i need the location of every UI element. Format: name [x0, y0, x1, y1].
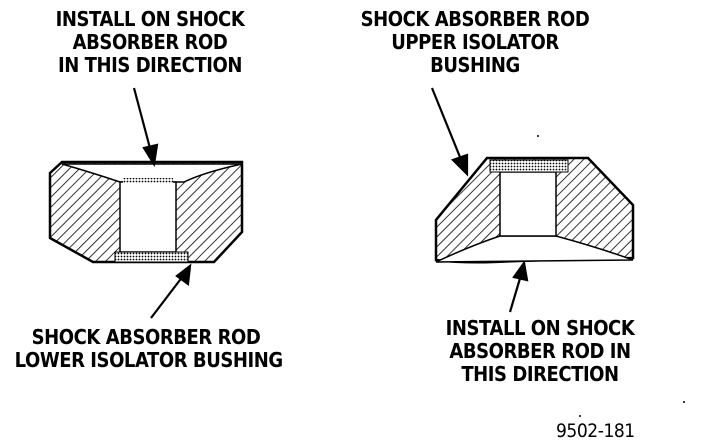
lower-bushing-bore — [119, 181, 177, 253]
upper-isolator-bushing — [434, 156, 635, 264]
upper-isolator-bushing-label: SHOCK ABSORBER ROD UPPER ISOLATOR BUSHIN… — [360, 7, 590, 77]
install-direction-label-left: INSTALL ON SHOCK ABSORBER ROD IN THIS DI… — [55, 7, 245, 77]
lower-bushing-ring — [123, 178, 173, 183]
lower-bushing-sleeve — [114, 251, 189, 263]
upper-bushing-bore — [499, 171, 557, 237]
leader-arrows — [132, 87, 529, 319]
install-direction-label-right: INSTALL ON SHOCK ABSORBER ROD IN THIS DI… — [445, 316, 635, 386]
figure-number: 9502-181 — [556, 420, 635, 442]
lower-isolator-bushing — [48, 160, 244, 264]
speck — [579, 415, 581, 417]
speck — [683, 401, 685, 403]
lower-isolator-bushing-label: SHOCK ABSORBER ROD LOWER ISOLATOR BUSHIN… — [14, 325, 284, 372]
lower-bushing-cup — [61, 163, 243, 183]
upper-bushing-sleeve — [489, 159, 569, 173]
speck — [537, 135, 539, 137]
